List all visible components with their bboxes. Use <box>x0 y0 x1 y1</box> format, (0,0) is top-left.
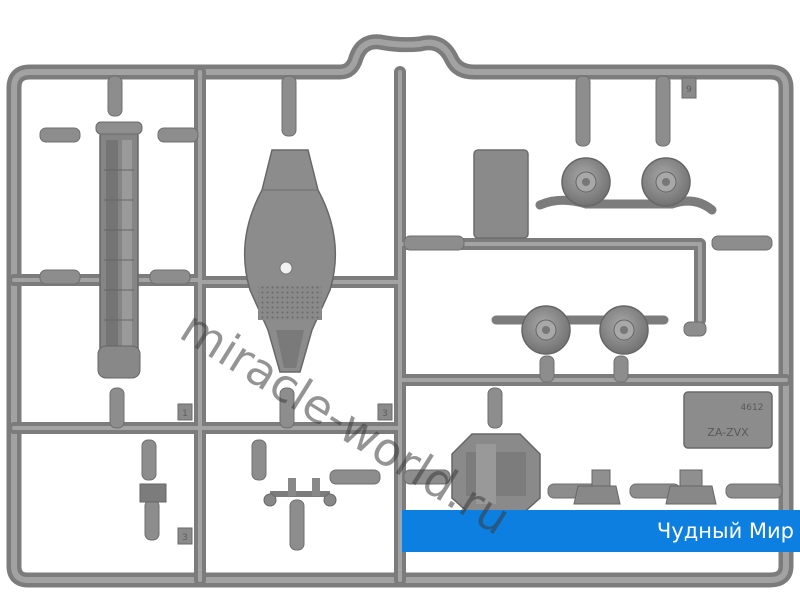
turret-part <box>451 433 541 517</box>
bracket-part <box>263 478 337 507</box>
banner-text: Чудный Мир <box>656 519 794 543</box>
panel-part <box>473 149 529 239</box>
sprue-frame <box>6 34 794 588</box>
shop-banner: Чудный Мир <box>402 510 800 552</box>
gate-digit: 3 <box>182 533 188 543</box>
banner-background <box>402 510 800 552</box>
gate-digit: 1 <box>182 409 188 419</box>
bracket-part <box>573 469 717 505</box>
hull-bottom-part <box>243 149 337 373</box>
gate-digit: 3 <box>382 409 388 419</box>
wheel-pair-upper <box>535 157 717 215</box>
bracket-part <box>139 483 167 503</box>
wheel-pair-middle <box>491 305 669 355</box>
sprue-id-plate: ZA-ZVX 4612 <box>683 391 773 449</box>
plate-number-text: 4612 <box>741 403 764 413</box>
chassis-rail-part <box>95 121 143 379</box>
gate-digit-tags: 1 3 3 9 <box>177 77 697 545</box>
gate-digit: 9 <box>686 85 692 95</box>
plate-code-text: ZA-ZVX <box>707 426 749 439</box>
internal-runners <box>8 66 792 586</box>
